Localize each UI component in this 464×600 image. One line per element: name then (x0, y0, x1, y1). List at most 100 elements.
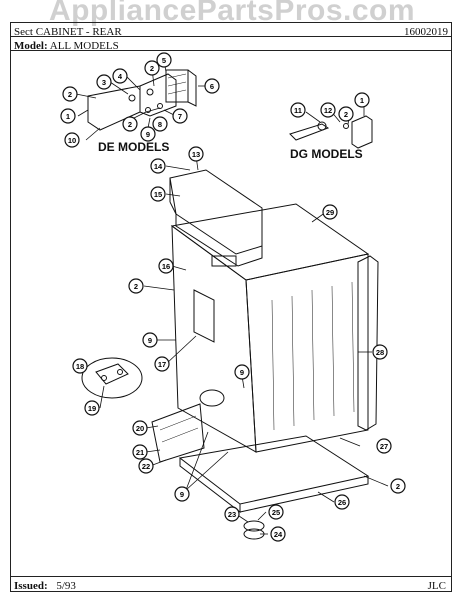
callout-23: 23 (224, 506, 240, 522)
callout-number: 2 (128, 120, 132, 129)
callout-circle (84, 400, 100, 416)
callout-number: 18 (76, 362, 84, 371)
callout-number: 22 (142, 462, 150, 471)
callout-circle (390, 478, 406, 494)
leader-lines (75, 59, 389, 535)
callout-circle (320, 102, 336, 118)
initials: JLC (427, 580, 446, 592)
callout-circle (140, 126, 156, 142)
callout-circle (172, 108, 188, 124)
callout-circle (204, 78, 220, 94)
callout-number: 19 (88, 404, 96, 413)
callout-circle (270, 526, 286, 542)
callout-25: 25 (268, 504, 284, 520)
callout-number: 7 (178, 112, 182, 121)
callout-number: 5 (162, 56, 166, 65)
callout-number: 27 (380, 442, 388, 451)
callout-number: 14 (154, 162, 163, 171)
callout-4: 4 (112, 68, 128, 84)
callout-circle (60, 108, 76, 124)
callout-number: 1 (66, 112, 70, 121)
callout-circle (224, 506, 240, 522)
callout-circle (268, 504, 284, 520)
callout-9: 9 (140, 126, 156, 142)
callout-circle (144, 60, 160, 76)
detail-inset (81, 357, 143, 399)
callout-26: 26 (334, 494, 350, 510)
callout-number: 1 (360, 96, 364, 105)
callout-number: 2 (150, 64, 154, 73)
callout-circle (376, 438, 392, 454)
callout-number: 21 (136, 448, 144, 457)
footer-divider (10, 576, 452, 577)
callout-22: 22 (138, 458, 154, 474)
model-label: Model: (14, 40, 48, 52)
callout-24: 24 (270, 526, 286, 542)
callout-number: 2 (68, 90, 72, 99)
callout-19: 19 (84, 400, 100, 416)
callout-circle (290, 102, 306, 118)
callout-15: 15 (150, 186, 166, 202)
callout-number: 8 (158, 120, 162, 129)
callout-circle (372, 344, 388, 360)
callout-circle (152, 116, 168, 132)
callout-number: 6 (210, 82, 214, 91)
callout-3: 3 (96, 74, 112, 90)
side-panel (357, 255, 379, 431)
callout-5: 5 (156, 52, 172, 68)
de-models-label: DE MODELS (98, 140, 170, 154)
callout-number: 9 (240, 368, 244, 377)
callout-9: 9 (234, 364, 250, 380)
dryer-cabinet (170, 203, 370, 453)
issued-value: 5/93 (56, 580, 76, 592)
callout-number: 20 (136, 424, 144, 433)
callout-28: 28 (372, 344, 388, 360)
model-value: ALL MODELS (49, 40, 119, 52)
callout-8: 8 (152, 116, 168, 132)
callout-number: 16 (162, 262, 170, 271)
document-number: 16002019 (404, 26, 448, 38)
callout-number: 24 (274, 530, 283, 539)
callout-number: 23 (228, 510, 236, 519)
callout-14: 14 (150, 158, 166, 174)
callout-9: 9 (142, 332, 158, 348)
callout-circle (128, 278, 144, 294)
callout-circle (156, 52, 172, 68)
dg-bracket-assembly (289, 115, 373, 149)
dg-models-label: DG MODELS (290, 147, 363, 161)
callout-circle (64, 132, 80, 148)
callout-7: 7 (172, 108, 188, 124)
callout-circle (354, 92, 370, 108)
callout-circle (62, 86, 78, 102)
callout-circle (188, 146, 204, 162)
callout-circle (142, 332, 158, 348)
diagram-frame (10, 22, 452, 592)
callout-13: 13 (188, 146, 204, 162)
callout-number: 4 (118, 72, 123, 81)
callout-2: 2 (144, 60, 160, 76)
callout-2: 2 (338, 106, 354, 122)
callout-circle (112, 68, 128, 84)
callout-circle (322, 204, 338, 220)
callout-circle (158, 258, 174, 274)
access-panel (151, 403, 205, 463)
callout-27: 27 (376, 438, 392, 454)
callout-29: 29 (322, 204, 338, 220)
callout-circle (96, 74, 112, 90)
callout-number: 2 (134, 282, 138, 291)
callout-6: 6 (204, 78, 220, 94)
callout-9: 9 (174, 486, 190, 502)
callout-number: 26 (338, 498, 346, 507)
callout-number: 3 (102, 78, 106, 87)
callout-1: 1 (60, 108, 76, 124)
callout-11: 11 (290, 102, 306, 118)
callout-16: 16 (158, 258, 174, 274)
header-divider (10, 36, 452, 37)
callout-circle (122, 116, 138, 132)
callout-17: 17 (154, 356, 170, 372)
callout-number: 2 (344, 110, 348, 119)
callout-10: 10 (64, 132, 80, 148)
section-title: Sect CABINET - REAR (14, 26, 122, 38)
